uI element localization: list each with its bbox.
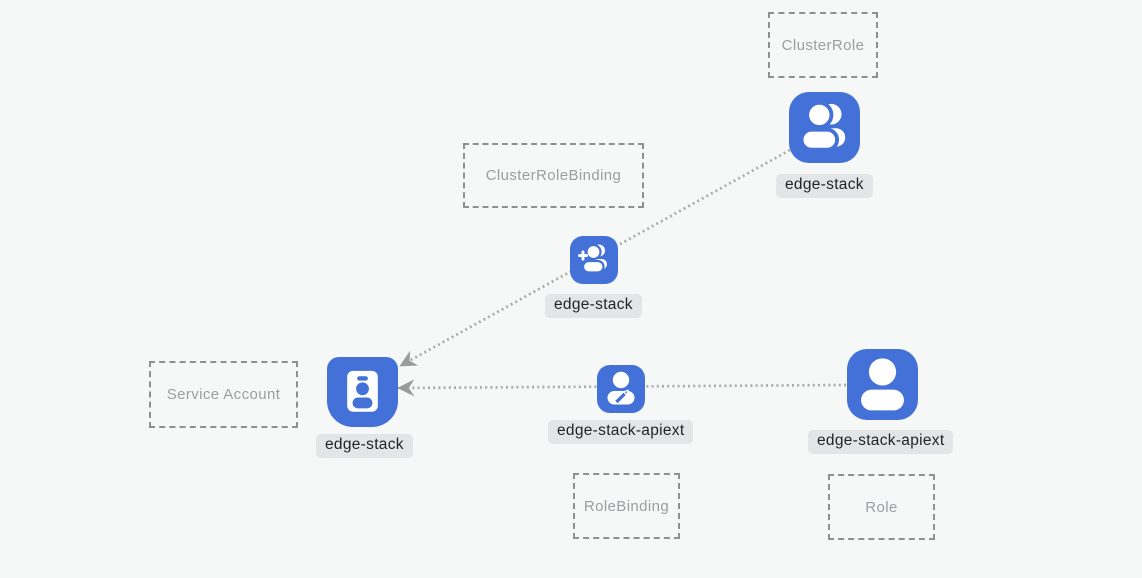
kind-box-role-label: Role — [865, 498, 898, 516]
node-serviceaccount-label: edge-stack — [316, 434, 413, 458]
node-role-label: edge-stack-apiext — [808, 430, 954, 454]
user-plus-icon — [578, 243, 607, 274]
kind-box-clusterrolebinding-label: ClusterRoleBinding — [485, 167, 622, 184]
user-icon — [861, 358, 904, 411]
node-serviceaccount — [327, 357, 398, 427]
user-edit-icon — [607, 371, 635, 405]
kind-box-role: Role — [828, 474, 935, 540]
users-icon — [799, 100, 846, 152]
kind-box-serviceaccount: Service Account — [149, 361, 298, 428]
node-clusterrole-label: edge-stack — [776, 174, 873, 198]
kind-box-rolebinding-label: RoleBinding — [583, 497, 670, 515]
id-badge-icon — [347, 370, 378, 412]
node-clusterrole — [789, 92, 860, 163]
kind-box-clusterrole-label: ClusterRole — [781, 36, 865, 54]
kind-box-serviceaccount-label: Service Account — [166, 386, 281, 403]
node-clusterrolebinding — [570, 236, 618, 284]
node-rolebinding — [597, 365, 645, 413]
kind-box-clusterrolebinding: ClusterRoleBinding — [463, 143, 644, 208]
node-role — [847, 349, 918, 420]
node-rolebinding-label: edge-stack-apiext — [548, 420, 694, 444]
edge-clusterrole-to-serviceaccount — [399, 148, 791, 368]
node-clusterrolebinding-label: edge-stack — [545, 294, 642, 318]
kind-box-rolebinding: RoleBinding — [573, 473, 680, 539]
kind-box-clusterrole: ClusterRole — [768, 12, 878, 78]
